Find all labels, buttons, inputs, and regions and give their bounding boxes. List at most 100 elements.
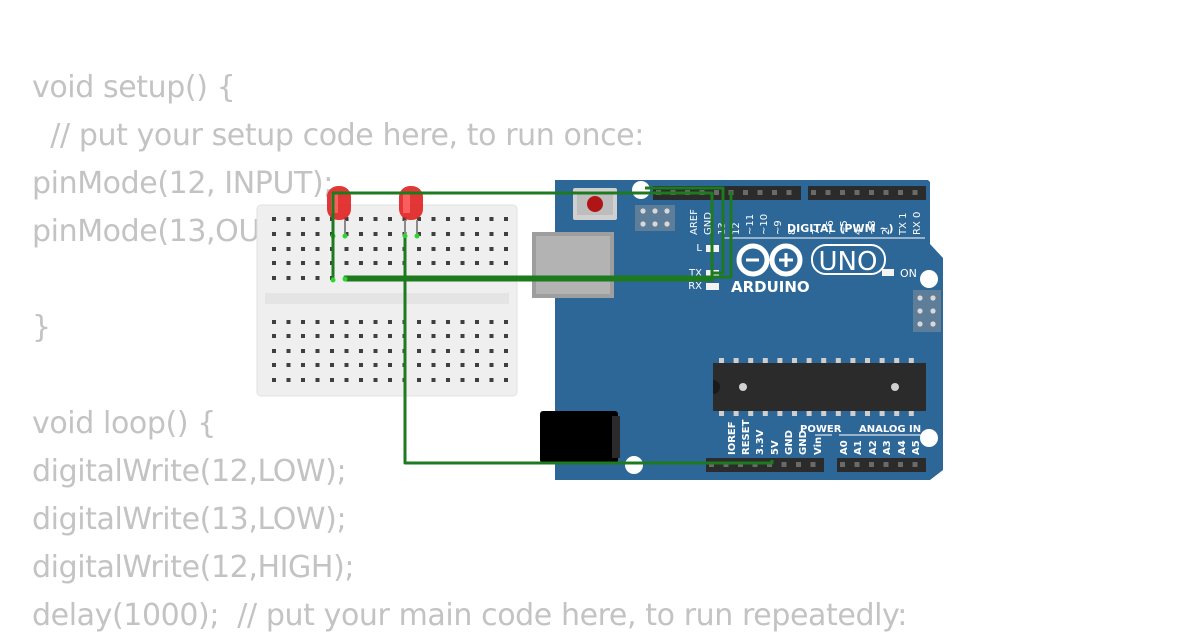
breadboard-hole[interactable] [272,363,276,367]
breadboard-hole[interactable] [446,232,450,236]
header-pin[interactable] [811,190,816,195]
breadboard-hole[interactable] [344,378,349,382]
breadboard-hole[interactable] [460,378,465,382]
breadboard-hole[interactable] [315,363,320,367]
header-pin[interactable] [714,190,719,195]
header-pin[interactable] [796,462,801,467]
breadboard-hole[interactable] [460,247,465,251]
breadboard-hole[interactable] [460,349,465,353]
breadboard-hole[interactable] [344,349,349,353]
breadboard-hole[interactable] [489,363,494,367]
breadboard-hole[interactable] [388,334,392,338]
breadboard-hole[interactable] [373,320,378,324]
breadboard-hole[interactable] [286,320,291,324]
breadboard-hole[interactable] [344,320,349,324]
breadboard-hole[interactable] [315,378,320,382]
breadboard-hole[interactable] [286,217,291,221]
breadboard-hole[interactable] [460,363,465,367]
breadboard-hole[interactable] [388,349,392,353]
breadboard-hole[interactable] [286,232,291,236]
breadboard-hole[interactable] [446,334,450,338]
breadboard-hole[interactable] [475,232,479,236]
breadboard-hole[interactable] [359,334,363,338]
breadboard-hole[interactable] [301,349,305,353]
breadboard-hole[interactable] [272,378,276,382]
breadboard-hole[interactable] [504,247,508,251]
header-pin[interactable] [757,190,763,195]
breadboard-hole[interactable] [460,320,465,324]
breadboard-hole[interactable] [301,320,305,324]
breadboard-hole[interactable] [431,363,436,367]
breadboard-hole[interactable] [315,261,320,265]
breadboard-hole[interactable] [373,247,378,251]
breadboard-hole[interactable] [272,261,276,265]
breadboard-hole[interactable] [373,232,378,236]
breadboard-hole[interactable] [344,334,349,338]
breadboard-hole[interactable] [417,217,421,221]
header-pin[interactable] [898,462,903,467]
breadboard-hole[interactable] [373,363,378,367]
breadboard-hole[interactable] [431,334,436,338]
breadboard-hole[interactable] [286,334,291,338]
breadboard-hole[interactable] [475,334,479,338]
header-pin[interactable] [869,190,874,195]
breadboard-hole[interactable] [330,320,334,324]
breadboard-hole[interactable] [489,232,494,236]
breadboard-hole[interactable] [315,276,320,280]
breadboard-hole[interactable] [446,378,450,382]
breadboard-hole[interactable] [272,349,276,353]
breadboard-hole[interactable] [489,334,494,338]
header-pin[interactable] [840,462,845,467]
header-pin[interactable] [840,190,845,195]
header-pin[interactable] [869,462,874,467]
breadboard-hole[interactable] [286,261,291,265]
header-pin[interactable] [898,190,903,195]
wires[interactable] [330,186,774,465]
breadboard-hole[interactable] [504,349,508,353]
breadboard-hole[interactable] [417,378,421,382]
breadboard-hole[interactable] [475,320,479,324]
breadboard-hole[interactable] [417,334,421,338]
header-pin[interactable] [786,190,792,195]
breadboard-hole[interactable] [344,247,349,251]
breadboard-hole[interactable] [431,232,436,236]
breadboard-hole[interactable] [489,349,494,353]
breadboard-hole[interactable] [460,334,465,338]
breadboard-hole[interactable] [315,232,320,236]
breadboard-hole[interactable] [489,378,494,382]
breadboard-hole[interactable] [388,232,392,236]
breadboard-hole[interactable] [417,349,421,353]
breadboard-hole[interactable] [475,261,479,265]
breadboard-hole[interactable] [446,217,450,221]
breadboard-hole[interactable] [504,217,508,221]
breadboard-hole[interactable] [431,320,436,324]
breadboard-hole[interactable] [489,217,494,221]
breadboard-hole[interactable] [431,378,436,382]
breadboard-hole[interactable] [344,217,349,221]
breadboard-hole[interactable] [301,334,305,338]
breadboard-hole[interactable] [504,363,508,367]
header-pin[interactable] [883,190,889,195]
breadboard-hole[interactable] [330,349,334,353]
breadboard-hole[interactable] [504,320,508,324]
header-pin[interactable] [854,190,860,195]
breadboard-hole[interactable] [286,363,291,367]
header-pin[interactable] [772,190,777,195]
breadboard-hole[interactable] [504,334,508,338]
breadboard-hole[interactable] [315,247,320,251]
breadboard-hole[interactable] [272,247,276,251]
breadboard-hole[interactable] [373,349,378,353]
breadboard-hole[interactable] [460,217,465,221]
breadboard-hole[interactable] [286,349,291,353]
breadboard-hole[interactable] [344,261,349,265]
breadboard-hole[interactable] [359,378,363,382]
breadboard-hole[interactable] [286,276,291,280]
breadboard-hole[interactable] [301,217,305,221]
breadboard-hole[interactable] [431,349,436,353]
header-pin[interactable] [825,190,831,195]
breadboard-hole[interactable] [446,363,450,367]
breadboard-hole[interactable] [417,232,421,236]
breadboard-hole[interactable] [388,320,392,324]
breadboard-hole[interactable] [431,261,436,265]
breadboard-hole[interactable] [504,261,508,265]
